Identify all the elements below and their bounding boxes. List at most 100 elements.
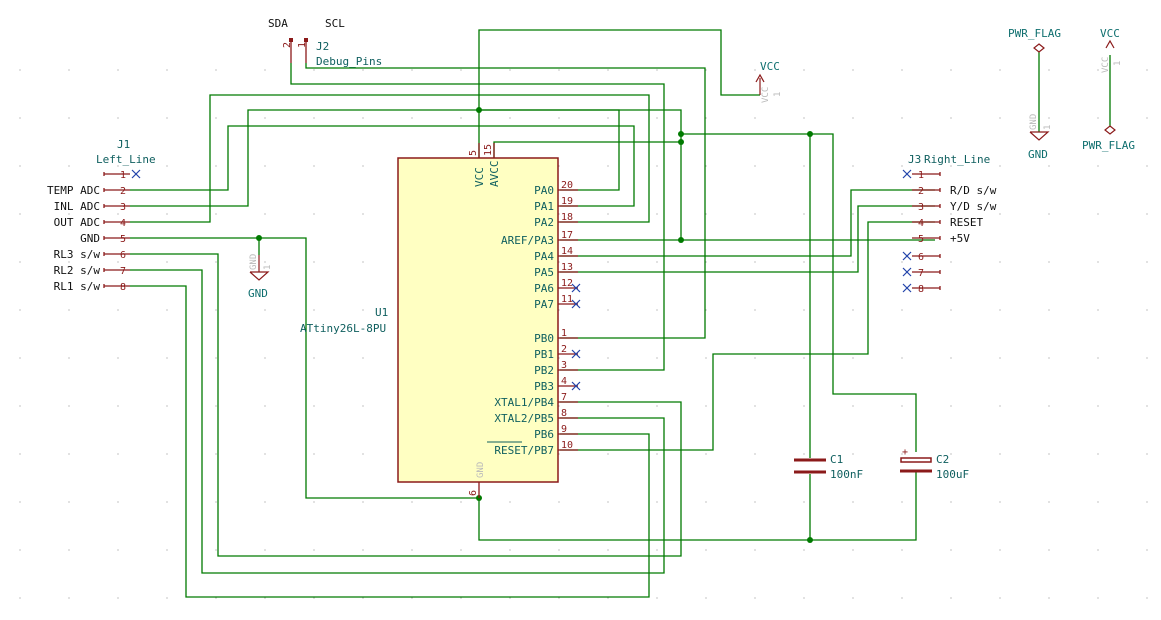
u1-pin-name: PA2: [534, 216, 554, 229]
grid-dot: [215, 405, 217, 407]
u1-pin-name: PA6: [534, 282, 554, 295]
grid-dot: [705, 165, 707, 167]
grid-dot: [1048, 453, 1050, 455]
grid-dot: [411, 69, 413, 71]
j1-net-label: OUT ADC: [54, 216, 100, 229]
wire-out-adc: [130, 94, 650, 223]
pwr-flag-vcc[interactable]: VCC VCC 1 PWR_FLAG: [1082, 27, 1135, 152]
capacitor-c2[interactable]: + C2 100uF: [900, 447, 969, 481]
grid-dot: [1097, 357, 1099, 359]
grid-dot: [1048, 117, 1050, 119]
grid-dot: [803, 453, 805, 455]
grid-dot: [999, 117, 1001, 119]
grid-dot: [264, 597, 266, 599]
u1-pin-name-avcc: AVCC: [488, 161, 501, 188]
grid-dot: [558, 597, 560, 599]
grid-dot: [117, 405, 119, 407]
j3-net-label: RESET: [950, 216, 983, 229]
j1-net-label: TEMP ADC: [47, 184, 100, 197]
grid-dot: [313, 549, 315, 551]
net-label-scl: SCL: [325, 17, 345, 30]
u1-pin-name: PB0: [534, 332, 554, 345]
grid-dot: [313, 501, 315, 503]
grid-dot: [803, 117, 805, 119]
grid-dot: [264, 549, 266, 551]
grid-dot: [901, 213, 903, 215]
grid-dot: [705, 501, 707, 503]
grid-dot: [215, 357, 217, 359]
grid-dot: [901, 549, 903, 551]
grid-dot: [68, 453, 70, 455]
no-connect-icon: [902, 267, 912, 277]
gnd-hidden-pin-num: 1: [1043, 125, 1053, 130]
grid-dot: [166, 357, 168, 359]
grid-dot: [803, 309, 805, 311]
grid-dot: [19, 69, 21, 71]
wire-yd-sw: [560, 205, 935, 273]
vcc-label: VCC: [1100, 27, 1120, 40]
pwr-flag-gnd[interactable]: PWR_FLAG GND GND 1: [1008, 27, 1061, 161]
junction-dot: [678, 131, 684, 137]
grid-dot: [68, 597, 70, 599]
grid-dot: [656, 261, 658, 263]
grid-dot: [313, 213, 315, 215]
grid-dot: [999, 213, 1001, 215]
grid-dot: [656, 453, 658, 455]
grid-dot: [607, 501, 609, 503]
j3-pin-num: 3: [918, 202, 924, 213]
u1-pin-name-gnd: GND: [476, 462, 486, 478]
grid-dot: [999, 501, 1001, 503]
grid-dot: [166, 309, 168, 311]
grid-dot: [509, 117, 511, 119]
grid-dot: [852, 405, 854, 407]
grid-dot: [901, 309, 903, 311]
u1-pin-name: PB1: [534, 348, 554, 361]
grid-dot: [901, 261, 903, 263]
grid-dot: [215, 117, 217, 119]
wire-rl2: [130, 269, 665, 574]
grid-dot: [166, 165, 168, 167]
ic-u1[interactable]: 5 15 VCC AVCC 6 GND 20PA019PA118PA217ARE…: [300, 143, 581, 498]
connector-j2[interactable]: 2 1 SDA SCL J2 Debug_Pins: [268, 17, 382, 68]
grid-dot: [607, 405, 609, 407]
grid-dot: [166, 549, 168, 551]
u1-pin-num: 1: [561, 328, 567, 339]
grid-dot: [1097, 453, 1099, 455]
gnd-symbol-left[interactable]: GND GND 1: [248, 254, 273, 300]
grid-dot: [656, 405, 658, 407]
grid-dot: [362, 405, 364, 407]
junction-dot: [678, 139, 684, 145]
grid-dot: [68, 501, 70, 503]
net-label-sda: SDA: [268, 17, 288, 30]
grid-dot: [215, 453, 217, 455]
grid-dot: [754, 405, 756, 407]
vcc-symbol-mid[interactable]: VCC VCC 1: [755, 60, 783, 103]
grid-dot: [313, 597, 315, 599]
grid-dot: [852, 309, 854, 311]
grid-dot: [1146, 165, 1148, 167]
grid-dot: [754, 261, 756, 263]
j1-net-label: INL ADC: [54, 200, 100, 213]
grid-dot: [19, 261, 21, 263]
grid-dot: [509, 69, 511, 71]
gnd-hidden-pin-name: GND: [249, 254, 259, 270]
grid-dot: [68, 309, 70, 311]
grid-dot: [999, 597, 1001, 599]
capacitor-c1[interactable]: C1 100nF: [794, 453, 863, 481]
grid-dot: [754, 165, 756, 167]
grid-dot: [901, 69, 903, 71]
grid-dot: [803, 261, 805, 263]
grid-dot: [166, 213, 168, 215]
grid-dot: [166, 501, 168, 503]
j3-pin-num: 7: [918, 268, 924, 279]
grid-dot: [68, 165, 70, 167]
grid-dot: [950, 357, 952, 359]
grid-dot: [950, 69, 952, 71]
c1-ref: C1: [830, 453, 843, 466]
grid-dot: [19, 501, 21, 503]
grid-dot: [656, 357, 658, 359]
grid-dot: [166, 69, 168, 71]
grid-dot: [1048, 309, 1050, 311]
